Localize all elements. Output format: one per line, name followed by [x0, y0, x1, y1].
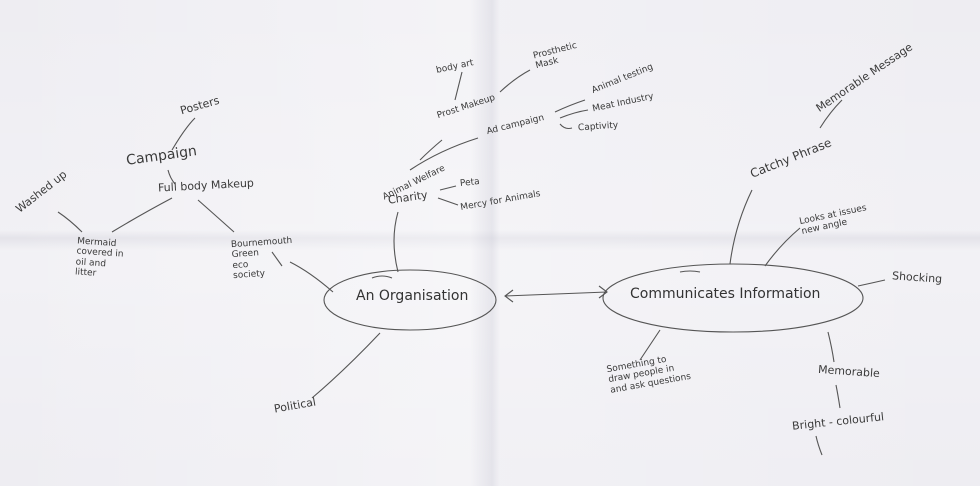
bournemouth-label: Bournemouth Green eco society	[230, 235, 293, 282]
organisation-node: An Organisation	[356, 288, 469, 304]
link-prost-bodyart	[454, 71, 463, 101]
tick-comm-top	[679, 270, 701, 273]
link-campaign-makeup	[167, 169, 176, 185]
link-comm-shocking	[857, 279, 886, 287]
communicates-node-outline	[602, 263, 864, 333]
double-arrow-line	[504, 291, 608, 297]
tick-org-left	[371, 275, 393, 279]
link-charity-peta	[439, 185, 457, 191]
link-bournemouth-makeup	[197, 199, 235, 233]
link-prost-prosthetic	[499, 69, 531, 93]
link-comm-memorable	[827, 331, 835, 363]
link-comm-catchy	[729, 189, 753, 265]
link-welfare-adcampaign	[409, 137, 479, 171]
link-catchy-memorable-message	[819, 99, 843, 129]
link-bright-tail	[815, 435, 823, 456]
link-welfare-prost	[419, 139, 443, 161]
link-comm-something	[639, 329, 661, 361]
link-memorable-bright	[835, 384, 841, 409]
link-ad-meat	[559, 109, 589, 119]
link-makeup-mermaid	[111, 197, 173, 233]
tick-bournemouth	[271, 251, 283, 267]
link-comm-looks	[764, 227, 801, 267]
link-mermaid-washedup	[57, 211, 83, 233]
arrow-head-right	[598, 285, 608, 299]
link-org-bournemouth	[289, 261, 334, 293]
organisation-node-outline	[323, 269, 497, 331]
link-org-charity	[393, 211, 399, 273]
link-ad-captivity	[559, 123, 573, 130]
communicates-node: Communicates Information	[630, 286, 821, 302]
mermaid-label: Mermaid covered in oil and litter	[74, 236, 124, 279]
link-ad-animaltesting	[554, 99, 586, 113]
arrow-head-left	[504, 289, 514, 303]
link-campaign-posters	[171, 117, 196, 151]
peta-label: Peta	[459, 176, 481, 190]
link-org-political	[311, 332, 381, 399]
link-charity-mercy	[437, 197, 459, 206]
